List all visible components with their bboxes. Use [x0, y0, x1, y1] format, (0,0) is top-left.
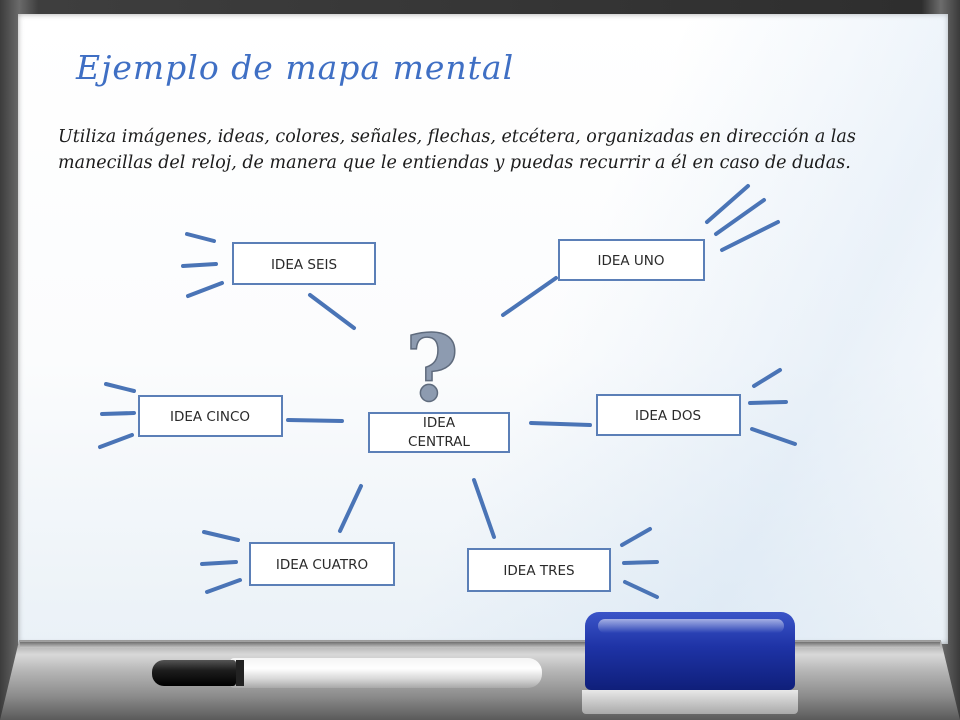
rays-dos	[748, 368, 797, 446]
node-idea-cinco: IDEA CINCO	[138, 395, 283, 437]
marker-cap	[152, 660, 236, 686]
ray	[748, 400, 788, 405]
node-box	[558, 239, 705, 281]
ray	[623, 580, 659, 599]
ray	[185, 232, 216, 243]
node-box	[232, 242, 376, 285]
node-label: IDEA DOS	[635, 408, 701, 424]
ray	[202, 530, 240, 542]
connector-uno	[501, 276, 558, 317]
ray	[620, 527, 652, 547]
node-idea-dos: IDEA DOS	[596, 394, 741, 436]
ray	[752, 368, 782, 388]
rays-tres	[620, 527, 659, 599]
node-label-line-1: IDEA	[423, 415, 456, 431]
node-label: IDEA SEIS	[271, 257, 337, 273]
eraser-felt	[582, 690, 798, 714]
node-idea-tres: IDEA TRES	[467, 548, 611, 592]
marker-band	[236, 660, 244, 686]
rays-uno	[705, 184, 780, 252]
connector-cinco	[286, 418, 344, 423]
rays-cinco	[98, 382, 136, 449]
node-idea-uno: IDEA UNO	[558, 239, 705, 281]
rays-cuatro	[200, 530, 242, 594]
marker-icon	[230, 658, 542, 688]
ray	[104, 382, 136, 393]
connector-seis	[308, 293, 356, 330]
ray	[705, 184, 750, 224]
node-box	[368, 412, 510, 453]
node-idea-cuatro: IDEA CUATRO	[249, 542, 395, 586]
ray	[622, 560, 659, 565]
node-label: IDEA UNO	[597, 253, 664, 269]
node-idea-seis: IDEA SEIS	[232, 242, 376, 285]
node-box	[249, 542, 395, 586]
node-box	[596, 394, 741, 436]
connector-cuatro	[338, 484, 363, 533]
slide-title: Ejemplo de mapa mental	[76, 48, 515, 87]
ray	[100, 411, 136, 416]
ray	[205, 578, 242, 594]
node-label: IDEA TRES	[503, 563, 574, 579]
mind-map-diagram: ? IDEA CENTRAL IDEA UNO IDEA DOS IDEA TR…	[98, 184, 797, 599]
ray	[200, 560, 238, 566]
node-label-line-2: CENTRAL	[408, 434, 470, 450]
eraser-shine	[598, 619, 784, 633]
node-label: IDEA CINCO	[170, 409, 250, 425]
ray	[181, 262, 218, 268]
ray	[186, 281, 224, 298]
whiteboard-surface	[18, 14, 948, 644]
question-mark-icon: ?	[405, 314, 459, 422]
rays-seis	[181, 232, 224, 298]
node-idea-central: IDEA CENTRAL	[368, 412, 510, 453]
tray-lip	[20, 642, 940, 648]
connector-tres	[472, 478, 496, 539]
node-box	[138, 395, 283, 437]
ray	[714, 198, 766, 236]
slide-description: Utiliza imágenes, ideas, colores, señale…	[58, 127, 856, 173]
node-label: IDEA CUATRO	[276, 557, 368, 573]
ray	[750, 427, 797, 446]
node-box	[467, 548, 611, 592]
connectors	[286, 276, 592, 539]
ray	[98, 433, 134, 449]
ray	[720, 220, 780, 252]
connector-dos	[529, 421, 592, 427]
